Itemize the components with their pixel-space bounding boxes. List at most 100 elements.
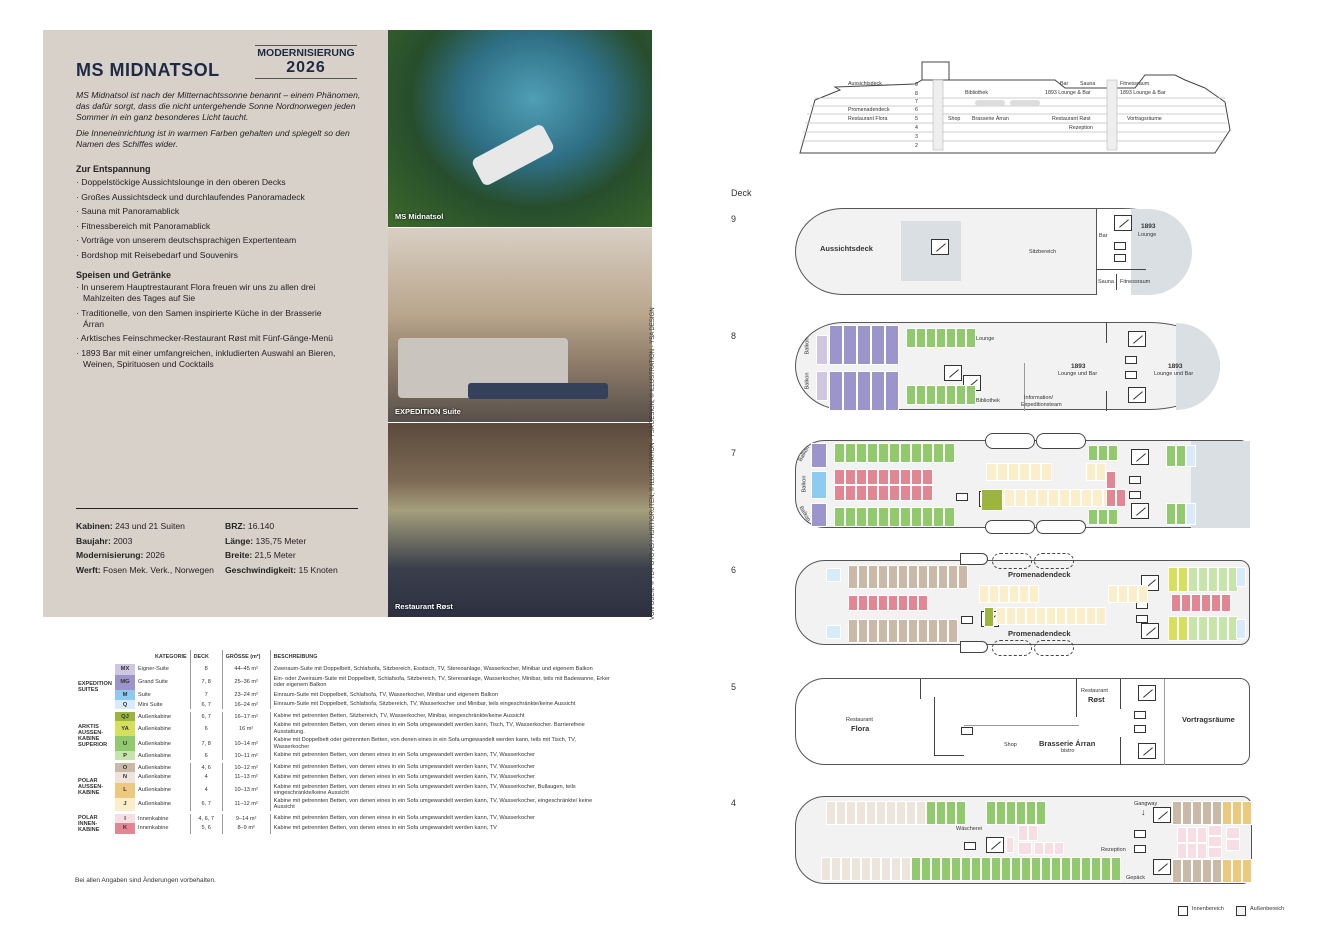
- group-label: POLAR INNEN-KABINE: [75, 811, 115, 834]
- cabin-l: [1232, 859, 1242, 883]
- deck-number-7: 7: [731, 448, 737, 458]
- deck-number-6: 6: [731, 565, 737, 575]
- cabin-j: [1016, 607, 1026, 625]
- group-label: POLAR AUSSEN-KABINE: [75, 760, 115, 813]
- cabin-j: [1059, 489, 1070, 507]
- cabin-k: [858, 595, 868, 611]
- cabin-u: [1071, 857, 1081, 881]
- glass-area: [1176, 323, 1220, 410]
- category-code: Q: [115, 700, 136, 711]
- cabin-k: [918, 595, 928, 611]
- category-code: QJ: [115, 709, 136, 721]
- side-label: Bar: [1060, 81, 1069, 87]
- cabin-o: [878, 619, 888, 643]
- food-heading: Speisen und Getränke: [76, 270, 172, 280]
- category-code: O: [115, 760, 136, 772]
- stairs-icon: [1128, 387, 1146, 403]
- side-deck-3: 3: [915, 134, 918, 140]
- cabin-p: [1208, 567, 1218, 592]
- elevator-icon: [1134, 725, 1146, 733]
- cabin-u: [986, 801, 996, 825]
- category-description: Kabine mit getrennten Betten, von denen …: [269, 823, 616, 834]
- cabin-o: [928, 565, 938, 589]
- photo-caption: EXPEDITION Suite: [395, 407, 461, 416]
- stairs-icon: [1153, 859, 1171, 875]
- list-item: · Großes Aussichtsdeck und durchlaufende…: [76, 191, 305, 202]
- cabin-k: [878, 485, 889, 501]
- stairs-icon: [1141, 623, 1159, 639]
- facts-left: Kabinen: 243 und 21 Suiten Baujahr: 2003…: [76, 519, 216, 576]
- cabin-j: [1118, 585, 1128, 603]
- list-item: · Doppelstöckige Aussichtslounge in den …: [76, 177, 286, 187]
- cabin-o: [948, 619, 958, 643]
- cabin-i: [1177, 827, 1187, 843]
- cabin-o: [898, 619, 908, 643]
- stairs-icon: [1128, 331, 1146, 347]
- category-code: P: [115, 751, 136, 762]
- area-label: Sitzbereich: [1029, 249, 1057, 255]
- cabin-u: [1111, 857, 1121, 881]
- cabin-u: [956, 328, 966, 348]
- category-size: 25–36 m²: [221, 674, 271, 690]
- tender-boat: [960, 553, 988, 565]
- cabin-i: [1028, 825, 1038, 841]
- cabin-mx: [816, 371, 828, 401]
- cabin-k: [1106, 489, 1116, 507]
- side-label: Fitnessraum: [1120, 81, 1150, 87]
- cabin-qj: [984, 607, 994, 627]
- cabin-j: [996, 607, 1006, 625]
- cabin-n: [826, 801, 836, 825]
- cabin-u: [931, 857, 941, 881]
- cabin-u: [911, 507, 922, 527]
- cabin-j: [999, 585, 1009, 603]
- cabin-u: [966, 328, 976, 348]
- side-deck-5: 5: [915, 116, 918, 122]
- area-label: Restaurant: [1081, 688, 1108, 694]
- cabin-u: [916, 328, 926, 348]
- balcony-label: Balkon: [801, 475, 808, 493]
- cabin-mg: [871, 371, 885, 411]
- category-description: Kabine mit getrennten Betten, von denen …: [269, 782, 616, 798]
- cabin-i: [1187, 827, 1197, 843]
- category-deck: 4, 6, 7: [189, 811, 223, 823]
- category-name: Außenkabine: [138, 740, 171, 747]
- cabin-u: [1101, 857, 1111, 881]
- cabin-u: [944, 507, 955, 527]
- deck-plan-8: Balkon Balkon Lounge Bibliothek Informat…: [795, 322, 1220, 411]
- cabin-j: [1030, 463, 1041, 481]
- lifeboat: [1036, 520, 1086, 534]
- area-label: Gangway: [1134, 801, 1158, 807]
- wall: [934, 697, 935, 755]
- category-deck: 4: [189, 782, 223, 798]
- category-size: 10–12 m²: [221, 760, 271, 772]
- footnote: Bei allen Angaben sind Änderungen vorbeh…: [75, 877, 216, 884]
- cabin-u: [961, 857, 971, 881]
- wall: [1096, 269, 1146, 270]
- category-name: Außenkabine: [138, 752, 171, 759]
- category-name: Außenkabine: [138, 774, 171, 781]
- area-label: 1893: [1141, 223, 1156, 230]
- cabin-j: [989, 585, 999, 603]
- side-deck-6: 6: [915, 107, 918, 113]
- cabin-ya: [1178, 616, 1188, 641]
- wall: [1024, 363, 1025, 411]
- side-label: Shop: [948, 116, 961, 122]
- cabin-l: [1222, 801, 1232, 825]
- deck-heading: Deck: [731, 188, 752, 198]
- balcony-label: Balkon: [804, 337, 811, 355]
- lifeboat: [985, 433, 1035, 449]
- cabin-k: [848, 595, 858, 611]
- cabin-m: [811, 471, 827, 499]
- col-description: BESCHREIBUNG: [269, 650, 616, 664]
- cabin-u: [1098, 445, 1108, 461]
- legend-inner-swatch: [1178, 906, 1188, 916]
- cabin-q: [1236, 619, 1246, 639]
- area-label: Lounge: [976, 336, 995, 342]
- category-code: I: [115, 811, 136, 823]
- side-deck-8: 8: [915, 91, 918, 97]
- wall: [1076, 679, 1077, 717]
- cabin-u: [996, 801, 1006, 825]
- cabin-u: [1091, 857, 1101, 881]
- cabin-u: [921, 857, 931, 881]
